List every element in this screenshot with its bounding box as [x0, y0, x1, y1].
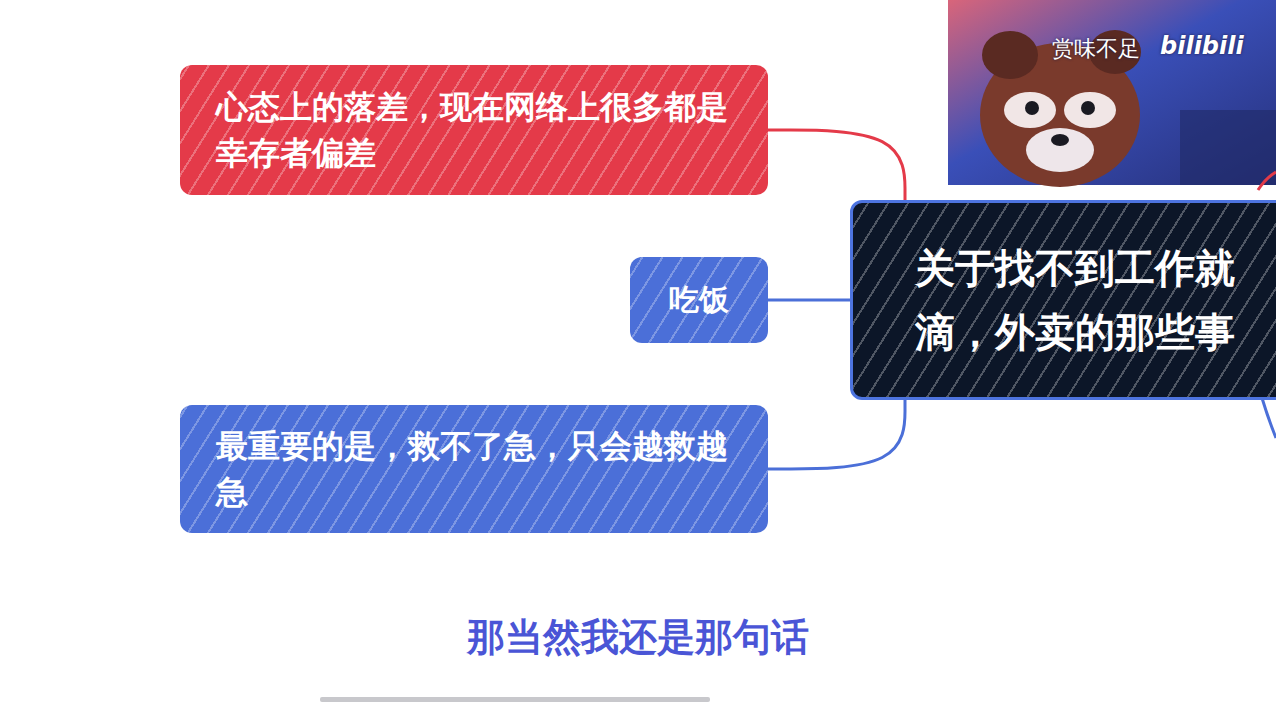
offscreen-branch	[1262, 398, 1276, 438]
node-text: 吃饭	[669, 278, 729, 322]
watermark: bilibili	[1160, 32, 1244, 60]
subtitle: 那当然我还是那句话	[467, 612, 809, 663]
offscreen-branch	[1258, 172, 1276, 190]
branch-connector	[768, 130, 905, 200]
channel-name: 赏味不足	[1052, 34, 1140, 64]
branch-connector	[768, 400, 905, 469]
root-box: 关于找不到工作就 滴，外卖的那些事	[850, 200, 1276, 400]
branch-box: 吃饭	[630, 257, 768, 343]
scrollbar	[320, 697, 710, 702]
node-text: 关于找不到工作就 滴，外卖的那些事	[915, 236, 1255, 364]
node-text: 最重要的是，救不了急，只会越救越急	[216, 423, 738, 516]
branch-box: 最重要的是，救不了急，只会越救越急	[180, 405, 768, 533]
branch-box: 心态上的落差，现在网络上很多都是幸存者偏差	[180, 65, 768, 195]
node-text: 心态上的落差，现在网络上很多都是幸存者偏差	[216, 84, 738, 177]
video-thumbnail	[948, 0, 1276, 187]
branch-connector	[768, 299, 850, 302]
